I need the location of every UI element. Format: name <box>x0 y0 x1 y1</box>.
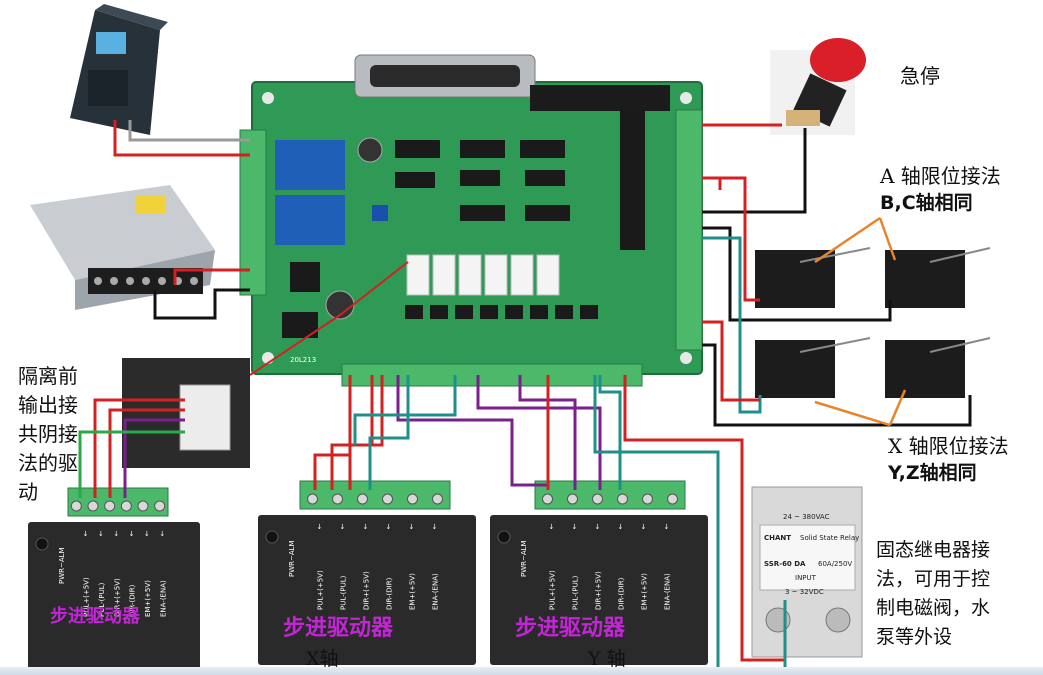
driver-pin-label: PUL+(+5V) <box>83 577 91 617</box>
wires <box>78 120 972 675</box>
ssr-note-line: 固态继电器接 <box>876 539 991 561</box>
ssr-rating: 60A/250V <box>818 560 852 568</box>
pin-arrow-icon: ↓ <box>572 523 578 531</box>
driver-alarm-label: PWR~ALM <box>58 547 66 584</box>
driver-pin-label: PUL+(+5V) <box>317 570 325 610</box>
a-axis-label-line1: A 轴限位接法 <box>880 164 1001 188</box>
isolation-connector-closeup <box>122 358 250 468</box>
isolation-note-line: 动 <box>18 480 38 504</box>
ssr-model: SSR-60 DA <box>764 560 806 568</box>
driver-pin-label: DIR-(DIR) <box>129 584 137 617</box>
stepper-driver: PWR~ALM ↓ PUL+(+5V) ↓ PUL-(PUL) ↓ DIR+(+5V) ↓ DI… <box>258 480 476 665</box>
stepper-driver: PWR~ALM ↓ PUL+(+5V) ↓ PUL-(PUL) ↓ DIR+(+5V) ↓ DI… <box>490 480 708 665</box>
driver-pin-label: PUL-(PUL) <box>98 582 106 617</box>
pin-arrow-icon: ↓ <box>432 523 438 531</box>
stepper-drivers: PWR~ALM ↓ PUL+(+5V) ↓ PUL-(PUL) ↓ DIR+(+5V) ↓ DI… <box>28 480 708 672</box>
pin-arrow-icon: ↓ <box>618 523 624 531</box>
pin-arrow-icon: ↓ <box>159 530 165 538</box>
ssr-note: 固态继电器接法，可用于控制电磁阀，水泵等外设 <box>876 536 990 652</box>
isolation-note: 隔离前输出接共阴接法的驱动 <box>18 362 78 507</box>
pin-arrow-icon: ↓ <box>664 523 670 531</box>
pin-arrow-icon: ↓ <box>317 523 323 531</box>
power-supply <box>30 185 215 310</box>
ssr-brand: CHANT <box>764 534 791 542</box>
driver-pin-label: ENA-(ENA) <box>664 573 672 610</box>
pin-arrow-icon: ↓ <box>113 530 119 538</box>
stepper-driver: PWR~ALM ↓ PUL+(+5V) ↓ PUL-(PUL) ↓ DIR+(+5V) ↓ DI… <box>28 487 200 672</box>
estop-label: 急停 <box>900 64 940 88</box>
driver-pin-label: ENA-(ENA) <box>432 573 440 610</box>
x-axis-label-line1: X 轴限位接法 <box>888 434 1009 458</box>
driver-pin-label: PUL+(+5V) <box>549 570 557 610</box>
driver-pin-label: EM+(+5V) <box>144 580 152 617</box>
pin-arrow-icon: ↓ <box>83 530 89 538</box>
pin-arrow-icon: ↓ <box>641 523 647 531</box>
driver-alarm-label: PWR~ALM <box>520 540 528 577</box>
ssr-type: Solid State Relay <box>800 534 859 542</box>
ssr-ac-range: 24 ~ 380VAC <box>783 513 830 521</box>
breakout-board: 20L213 <box>239 54 703 387</box>
driver-pin-label: EM+(+5V) <box>409 573 417 610</box>
isolation-note-line: 输出接 <box>18 393 78 417</box>
vfd-inverter <box>70 4 168 135</box>
pin-arrow-icon: ↓ <box>98 530 104 538</box>
solid-state-relay: 24 ~ 380VAC CHANT Solid State Relay SSR-… <box>751 486 863 658</box>
limit-switches <box>755 247 991 398</box>
driver-pin-label: PUL-(PUL) <box>340 575 348 610</box>
ssr-dc-range: 3 ~ 32VDC <box>785 588 824 596</box>
ssr-note-line: 制电磁阀，水 <box>876 597 991 619</box>
pin-arrow-icon: ↓ <box>129 530 135 538</box>
pin-arrow-icon: ↓ <box>409 523 415 531</box>
driver-pin-label: PUL-(PUL) <box>572 575 580 610</box>
a-axis-label-line2: B,C轴相同 <box>880 192 973 214</box>
isolation-note-line: 隔离前 <box>18 364 78 388</box>
pin-arrow-icon: ↓ <box>549 523 555 531</box>
driver-alarm-label: PWR~ALM <box>288 540 296 577</box>
driver-pin-label: ENA-(ENA) <box>159 580 167 617</box>
driver-pin-label: DIR+(+5V) <box>363 571 371 610</box>
y-axis-bottom-label: Y 轴 <box>588 648 626 670</box>
driver-pin-label: DIR-(DIR) <box>386 577 394 610</box>
board-serial: 20L213 <box>290 356 316 364</box>
pin-arrow-icon: ↓ <box>144 530 150 538</box>
driver-title: 步进驱动器 <box>50 605 141 627</box>
driver-pin-label: DIR+(+5V) <box>595 571 603 610</box>
emergency-stop-button <box>770 38 866 135</box>
ssr-note-line: 泵等外设 <box>876 626 953 648</box>
driver-pin-label: DIR+(+5V) <box>113 578 121 617</box>
x-axis-bottom-label: X轴 <box>306 648 339 670</box>
driver-title: 步进驱动器 <box>515 615 626 641</box>
ssr-note-line: 法，可用于控 <box>876 568 991 590</box>
pin-arrow-icon: ↓ <box>595 523 601 531</box>
isolation-note-line: 法的驱 <box>18 451 78 475</box>
driver-pin-label: EM+(+5V) <box>641 573 649 610</box>
isolation-note-line: 共阴接 <box>18 422 78 446</box>
pin-arrow-icon: ↓ <box>363 523 369 531</box>
annotation-arrows <box>814 216 907 427</box>
ssr-input-label: INPUT <box>795 574 817 582</box>
pin-arrow-icon: ↓ <box>340 523 346 531</box>
x-axis-label-line2: Y,Z轴相同 <box>888 462 977 484</box>
driver-title: 步进驱动器 <box>283 615 394 641</box>
driver-pin-label: DIR-(DIR) <box>618 577 626 610</box>
bottom-strip <box>0 667 1043 675</box>
pin-arrow-icon: ↓ <box>386 523 392 531</box>
